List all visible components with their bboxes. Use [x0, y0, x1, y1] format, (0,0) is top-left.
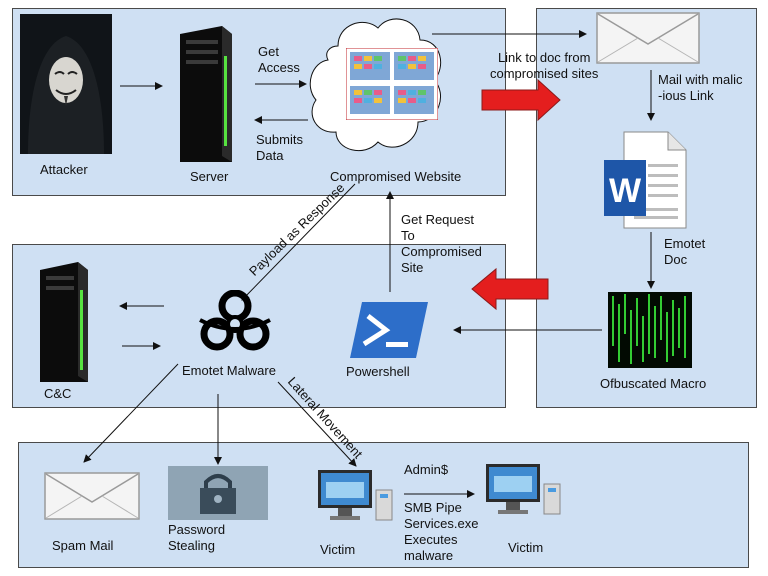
svg-text:W: W [609, 172, 642, 210]
attacker-figure [20, 14, 112, 154]
victim-computer-icon [316, 468, 396, 526]
admin-label: Admin$ [404, 462, 449, 477]
mail-label: Mail with malic -ious Link [658, 72, 743, 103]
server-icon [176, 26, 236, 162]
victim2-label: Victim [508, 540, 544, 555]
get-request-label: Get Request To Compromised Site [401, 212, 482, 275]
red-arrow-right [481, 78, 561, 122]
victim1-label: Victim [320, 542, 356, 557]
word-doc-icon: W [604, 130, 688, 230]
cc-server-icon [36, 262, 92, 382]
victim2-computer-icon [484, 462, 564, 520]
link-label: Link to doc from compromised sites [490, 50, 599, 81]
biohazard-icon [190, 289, 280, 352]
powershell-icon [348, 300, 430, 360]
password-lock-icon [168, 466, 268, 520]
arrow-spam [83, 363, 179, 463]
get-access-label: Get Access [258, 44, 300, 75]
macro-label: Ofbuscated Macro [600, 376, 707, 391]
website-label: Compromised Website [330, 169, 462, 184]
arrow-payload [241, 183, 356, 301]
spam-mail-icon [44, 472, 140, 520]
password-label: Password Stealing [168, 522, 226, 553]
server-label: Server [190, 169, 229, 184]
macro-matrix-icon [608, 292, 692, 368]
malware-label: Emotet Malware [182, 363, 276, 378]
attacker-label: Attacker [40, 162, 88, 177]
doc-label: Emotet Doc [664, 236, 706, 267]
powershell-label: Powershell [346, 364, 410, 379]
red-arrow-left [471, 267, 549, 311]
website-screens [345, 47, 439, 121]
smb-label: SMB Pipe Services.exe Executes malware [404, 500, 479, 563]
spam-label: Spam Mail [52, 538, 114, 553]
submits-data-label: Submits Data [256, 132, 303, 163]
mail-envelope-icon [596, 12, 700, 64]
cc-label: C&C [44, 386, 72, 401]
arrow-lateral [277, 381, 357, 467]
